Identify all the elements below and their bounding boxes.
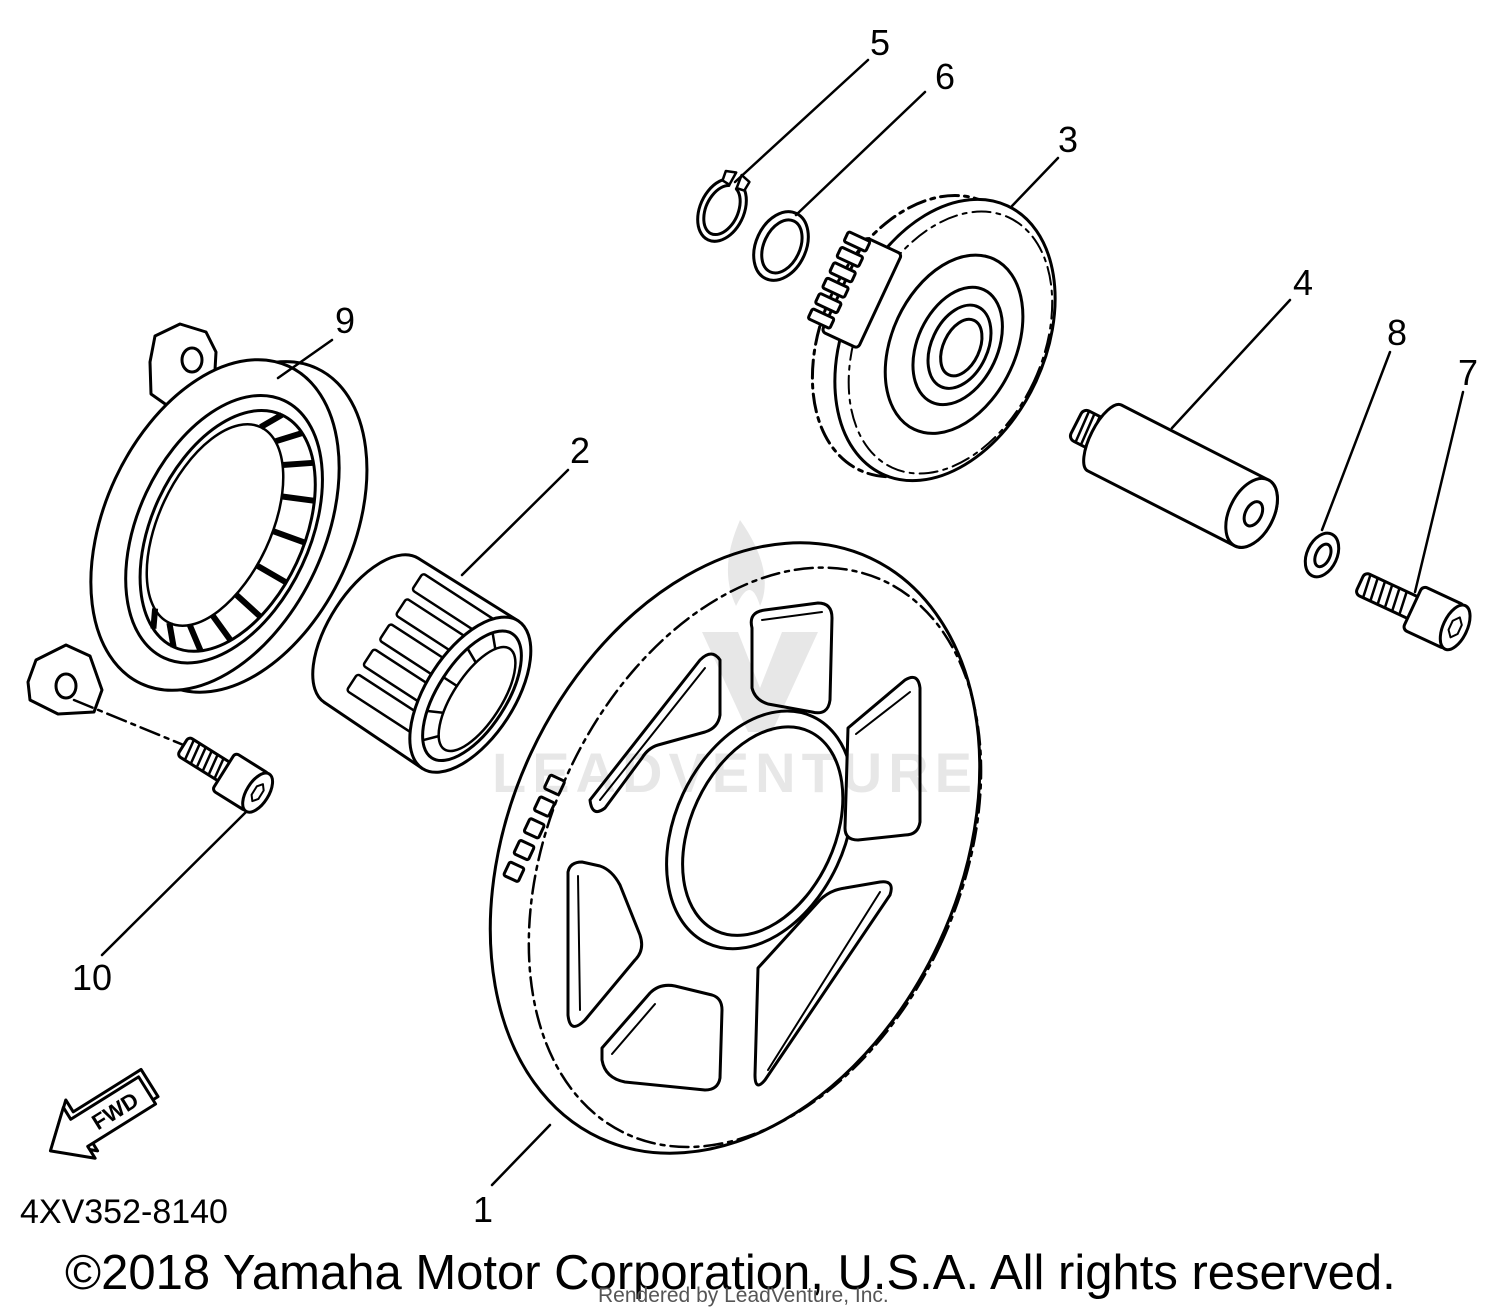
roller bbox=[280, 493, 315, 504]
ring-gear-center-hole bbox=[681, 725, 845, 937]
idler-gear-disc bbox=[810, 194, 1057, 483]
part-9-housing bbox=[26, 322, 369, 716]
fwd-arrow-shape bbox=[48, 1075, 158, 1160]
roller bbox=[259, 412, 284, 430]
callout-9: 9 bbox=[335, 300, 355, 341]
callout-3: 3 bbox=[1058, 119, 1078, 160]
copyright-notice: ©2018 Yamaha Motor Corporation, U.S.A. A… bbox=[65, 1246, 1396, 1300]
pinion-tooth bbox=[828, 261, 857, 284]
leader-line-5 bbox=[733, 58, 870, 184]
roller bbox=[274, 430, 303, 445]
callout-1: 1 bbox=[473, 1189, 493, 1230]
part-10-bolt bbox=[177, 736, 275, 814]
roller bbox=[210, 613, 234, 643]
diagram-part-number: 4XV352-8140 bbox=[20, 1193, 228, 1231]
bolt-10-threads bbox=[183, 738, 225, 780]
roller bbox=[282, 459, 314, 468]
shaft-stub-threads bbox=[1074, 409, 1107, 452]
callout-10: 10 bbox=[72, 957, 112, 998]
ring-gear-teeth bbox=[502, 773, 566, 883]
pinion-tooth bbox=[843, 230, 872, 253]
callout-4: 4 bbox=[1293, 262, 1313, 303]
callout-7: 7 bbox=[1458, 352, 1478, 393]
leader-line-3 bbox=[1010, 156, 1060, 208]
bolt-7-threads bbox=[1361, 573, 1409, 616]
watermark-text: LEADVENTURE bbox=[492, 741, 978, 804]
gear-tooth bbox=[512, 839, 536, 862]
gear-tooth bbox=[522, 817, 546, 840]
watermark-flame-logo bbox=[727, 520, 765, 606]
hex-socket-icon bbox=[250, 783, 265, 803]
gear-window-upper-right bbox=[843, 675, 922, 842]
rendered-by-credit: Rendered by LeadVenture, Inc. bbox=[598, 1284, 889, 1307]
leader-line-1 bbox=[490, 1123, 552, 1187]
leader-line-4 bbox=[1170, 298, 1292, 430]
pinion-tooth bbox=[807, 307, 836, 330]
ring-gear-disc bbox=[488, 541, 983, 1155]
housing-bottom-ear-hole bbox=[54, 672, 78, 700]
alignment-dash-line bbox=[72, 698, 188, 748]
idler-gear-pinion bbox=[807, 230, 903, 349]
roller bbox=[255, 562, 288, 586]
bearing-inner-bars bbox=[421, 631, 497, 742]
leader-line-7 bbox=[1413, 390, 1465, 594]
part-8-washer bbox=[1303, 531, 1341, 579]
ring-gear-window-walls bbox=[577, 611, 911, 1071]
callout-6: 6 bbox=[935, 56, 955, 97]
shaft-end-hole bbox=[1242, 500, 1265, 528]
roller bbox=[166, 622, 177, 648]
part-4-shaft bbox=[1068, 402, 1279, 549]
callout-2: 2 bbox=[570, 430, 590, 471]
gear-tooth bbox=[502, 860, 526, 883]
bearing-body-fill bbox=[324, 558, 519, 769]
pinion-tooth bbox=[835, 246, 864, 268]
roller bbox=[150, 608, 159, 629]
callout-labels: 5 6 3 4 8 7 9 2 10 1 bbox=[72, 22, 1478, 1230]
housing-rollers bbox=[150, 412, 315, 652]
roller bbox=[233, 592, 263, 620]
gear-window-lower-left bbox=[566, 860, 644, 1028]
housing-bore-far-edge bbox=[145, 423, 285, 627]
pinion-tooth bbox=[814, 292, 843, 315]
bearing-body-edges bbox=[323, 556, 520, 770]
washer-8-inner bbox=[1313, 542, 1333, 569]
part-2-needle-bearing bbox=[311, 553, 533, 774]
gear-tooth bbox=[543, 773, 566, 796]
callout-8: 8 bbox=[1387, 312, 1407, 353]
part-3-idler-gear bbox=[807, 194, 1057, 483]
leader-line-9 bbox=[276, 338, 334, 380]
leader-lines bbox=[100, 58, 1465, 1187]
part-6-washer bbox=[752, 210, 810, 282]
leader-line-6 bbox=[794, 90, 927, 217]
window-wall-line bbox=[577, 611, 911, 1071]
part-7-bolt bbox=[1355, 572, 1472, 652]
housing-bore bbox=[138, 409, 317, 653]
roller bbox=[271, 528, 306, 546]
leader-line-8 bbox=[1320, 350, 1392, 532]
leadventure-watermark: LEADVENTURE bbox=[492, 520, 978, 804]
hex-socket-icon bbox=[1447, 616, 1463, 639]
idler-gear-bore bbox=[939, 317, 984, 378]
leader-line-10 bbox=[100, 810, 248, 957]
ring-gear-face-edge bbox=[527, 566, 983, 1149]
roller bbox=[186, 623, 204, 652]
housing-top-ear-hole bbox=[180, 346, 204, 374]
housing-body bbox=[89, 358, 369, 694]
parts-drawing: FWD bbox=[26, 58, 1472, 1187]
fwd-arrow-icon: FWD bbox=[48, 1067, 160, 1160]
gear-window-bottom bbox=[600, 983, 724, 1092]
watermark-v-logo bbox=[702, 632, 818, 732]
callout-5: 5 bbox=[870, 22, 890, 63]
part-5-circlip bbox=[696, 169, 751, 243]
circlip-lugs bbox=[721, 169, 751, 192]
bolt-7-head-end bbox=[1438, 603, 1472, 652]
pinion-tooth bbox=[821, 276, 850, 299]
gear-tooth bbox=[533, 795, 556, 818]
washer-6-inner bbox=[760, 218, 804, 275]
leader-line-2 bbox=[460, 468, 570, 577]
part-1-ring-gear bbox=[488, 541, 983, 1155]
gear-window-top bbox=[749, 601, 834, 715]
